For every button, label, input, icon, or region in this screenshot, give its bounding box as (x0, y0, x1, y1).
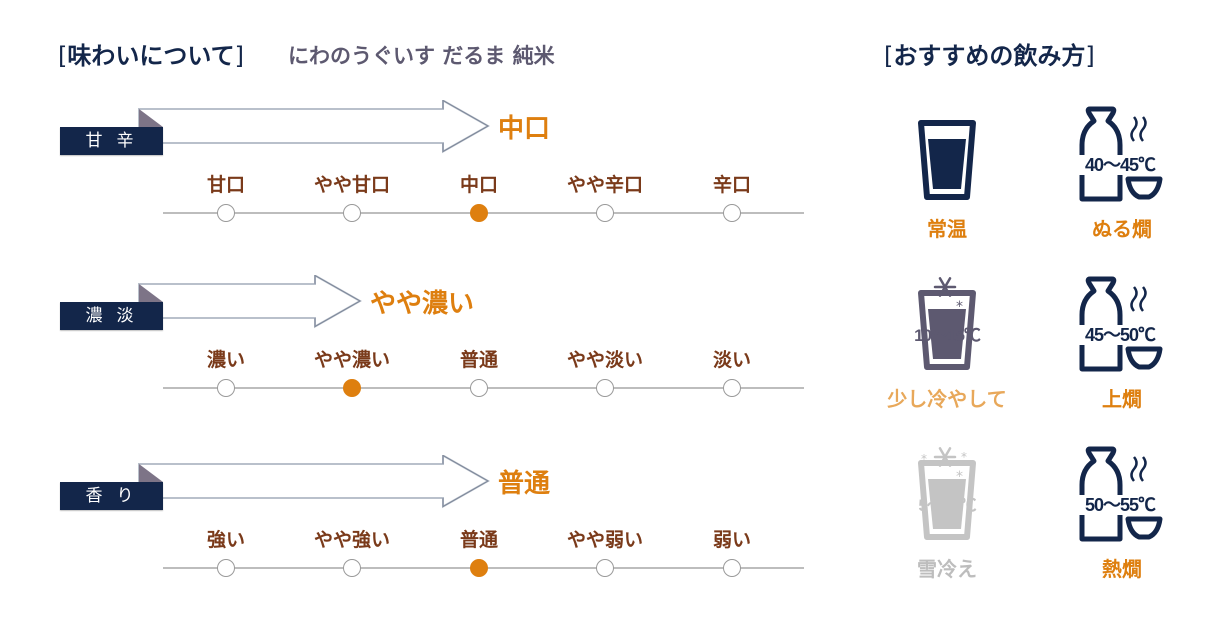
bracket-open: [ (884, 42, 894, 70)
scale-option-label: 普通 (459, 349, 498, 371)
scale-dot (217, 559, 235, 577)
result-label: 普通 (498, 469, 551, 499)
scale-dot (723, 379, 741, 397)
svg-text:50〜55℃: 50〜55℃ (1085, 495, 1156, 515)
serving-label: ぬる燗 (1092, 217, 1152, 241)
glass-icon (877, 105, 1017, 205)
scale-option-label: やや弱い (566, 529, 643, 551)
serving-option (877, 105, 1017, 205)
serving-label: 常温 (927, 217, 967, 241)
svg-text:40〜45℃: 40〜45℃ (1085, 155, 1156, 175)
svg-text:45〜50℃: 45〜50℃ (1085, 325, 1156, 345)
bracket-open: [ (58, 42, 68, 70)
scale-dot-selected (343, 379, 361, 397)
scale-option-label: 中口 (459, 174, 498, 196)
scale-dot-selected (470, 204, 488, 222)
tokkuri-icon: 40〜45℃ (1052, 105, 1192, 205)
svg-text:*: * (956, 299, 963, 315)
scale-option-label: やや辛口 (566, 174, 643, 196)
svg-text:5〜10℃: 5〜10℃ (918, 496, 976, 515)
bracket-close: ] (234, 42, 245, 70)
scale-option-label: やや淡い (566, 349, 643, 371)
scale-option-label: 強い (206, 529, 245, 551)
scale-option-label: 甘口 (206, 174, 245, 196)
scale-option-label: やや強い (313, 529, 390, 551)
scale-option-label: 濃い (206, 349, 245, 371)
tag-fold (139, 284, 163, 302)
scale-dot (596, 204, 614, 222)
tag-fold (139, 109, 163, 127)
taste-section-title: [味わいについて] (58, 36, 244, 71)
category-tag: 香り (60, 482, 163, 510)
category-tag: 甘辛 (60, 127, 163, 155)
result-label: やや濃い (370, 289, 475, 319)
scale-option-label: 普通 (459, 529, 498, 551)
svg-text:*: * (921, 452, 927, 466)
snowflake-icon (933, 277, 957, 297)
scale-option-label: やや濃い (313, 349, 390, 371)
scale-option-label: やや甘口 (313, 174, 390, 196)
serving-label: 少し冷やして (887, 387, 1007, 411)
snowflake-icon (933, 447, 957, 467)
serving-title-text: おすすめの飲み方 (893, 42, 1086, 70)
indicator-arrow (138, 455, 491, 509)
taste-title-text: 味わいについて (67, 42, 235, 70)
scale-dot (217, 379, 235, 397)
scale-option-label: 辛口 (712, 174, 751, 196)
indicator-arrow (138, 275, 363, 329)
scale-dot (343, 559, 361, 577)
serving-label: 熱燗 (1102, 557, 1142, 581)
scale-dot (723, 204, 741, 222)
svg-text:*: * (956, 469, 963, 485)
scale-dot-selected (470, 559, 488, 577)
scale-dot (723, 559, 741, 577)
serving-option: 50〜55℃ (1052, 445, 1192, 545)
chilled-glass-icon: * 10〜15℃ (877, 275, 1017, 375)
category-tag: 濃淡 (60, 302, 163, 330)
serving-option: 45〜50℃ (1052, 275, 1192, 375)
scale-dot (596, 559, 614, 577)
bracket-close: ] (1085, 42, 1095, 70)
serving-section-title: [おすすめの飲み方] (884, 36, 1095, 71)
scale-dot (343, 204, 361, 222)
taste-row: 濃淡やや濃い濃いやや濃い普通やや淡い淡い (0, 275, 830, 445)
scale-option-label: 弱い (712, 529, 751, 551)
result-label: 中口 (498, 114, 551, 144)
serving-option: * 10〜15℃ (877, 275, 1017, 375)
serving-label: 上燗 (1102, 387, 1142, 411)
taste-row: 香り普通強いやや強い普通やや弱い弱い (0, 455, 830, 625)
serving-label: 雪冷え (917, 557, 977, 581)
scale-option-label: 淡い (712, 349, 751, 371)
scale-dot (596, 379, 614, 397)
snow-chilled-glass-icon: * * * 5〜10℃ (877, 445, 1017, 545)
tokkuri-icon: 45〜50℃ (1052, 275, 1192, 375)
svg-text:*: * (961, 450, 967, 464)
tag-fold (139, 464, 163, 482)
scale-dot (470, 379, 488, 397)
product-name: にわのうぐいす だるま 純米 (288, 44, 555, 68)
scale-dot (217, 204, 235, 222)
indicator-arrow (138, 100, 491, 154)
tokkuri-icon: 50〜55℃ (1052, 445, 1192, 545)
serving-option: * * * 5〜10℃ (877, 445, 1017, 545)
svg-text:10〜15℃: 10〜15℃ (914, 326, 981, 345)
serving-option: 40〜45℃ (1052, 105, 1192, 205)
taste-row: 甘辛中口甘口やや甘口中口やや辛口辛口 (0, 100, 830, 270)
